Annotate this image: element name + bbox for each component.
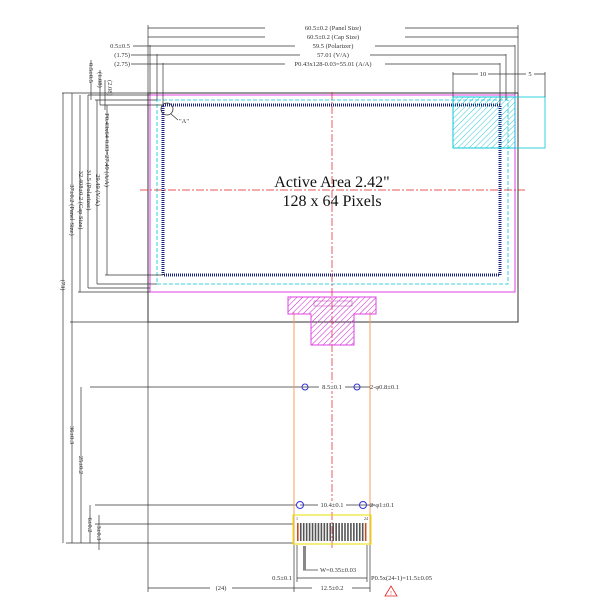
connector-area bbox=[292, 514, 372, 545]
contact-pin bbox=[308, 523, 311, 541]
dim-6: 6±0.2 bbox=[86, 518, 93, 533]
warning-icon bbox=[384, 585, 398, 597]
dim-hole1-diameter: 2-φ0.8±0.1 bbox=[370, 384, 399, 391]
dim-aa-width: P0.43x128-0.03=55.01 (A/A) bbox=[295, 61, 372, 68]
pin-24-label: 24 bbox=[364, 516, 368, 521]
contact-pin bbox=[338, 523, 340, 541]
contact-pin bbox=[320, 523, 323, 541]
contact-pin bbox=[353, 523, 355, 541]
dim-panel-width: 60.5±0.2 (Panel Size) bbox=[305, 25, 361, 32]
contact-pin bbox=[341, 523, 343, 541]
contact-pin bbox=[335, 523, 337, 541]
dim-hole1-pitch: 8.5±0.1 bbox=[322, 384, 342, 391]
dim-cap-height: 32.408±0.2 (Cap Size) bbox=[77, 171, 84, 230]
left-dimensions: P0.43x64-0.03=27.49 (A/A) 29.49 (V/A) 31… bbox=[59, 60, 300, 550]
contact-pin bbox=[347, 523, 349, 541]
contact-pin bbox=[326, 523, 329, 541]
dim-3: 3±0.3 bbox=[95, 526, 102, 541]
stiffener bbox=[287, 296, 377, 346]
contact-pin bbox=[302, 523, 305, 541]
contact-pin bbox=[305, 523, 308, 541]
contact-pin bbox=[329, 523, 332, 541]
cap-hatch bbox=[452, 96, 516, 149]
contact-pin bbox=[323, 523, 326, 541]
polarizer-outline bbox=[149, 94, 516, 293]
contact-pin bbox=[361, 523, 364, 541]
contact-pin bbox=[364, 523, 367, 541]
detail-a-marker bbox=[160, 102, 174, 116]
contact-pin bbox=[350, 523, 352, 541]
dim-left-pol-offset: 0.5±0.5 bbox=[87, 63, 94, 83]
pin-1-label: 1 bbox=[296, 516, 298, 521]
fpc-tail: 8.5±0.1 2-φ0.8±0.1 10.4±0.1 2-φ1±0.1 1 2… bbox=[287, 296, 399, 545]
dim-va-width: 57.01 (V/A) bbox=[317, 52, 349, 59]
alignment-hole bbox=[359, 501, 367, 509]
dim-aa-height: P0.43x64-0.03=27.49 (A/A) bbox=[103, 113, 110, 187]
dim-fpc-width: 12.5±0.2 bbox=[320, 585, 343, 592]
contact-pin bbox=[317, 523, 320, 541]
top-dimensions: 60.5±0.2 (Panel Size) 60.5±0.2 (Cap Size… bbox=[105, 24, 546, 105]
dim-polarizer-height: 31.5 (Polarizer) bbox=[85, 170, 92, 211]
dim-pin-edge: 0.5±0.1 bbox=[272, 575, 292, 582]
contact-pin bbox=[297, 523, 299, 541]
dim-cap-width: 60.5±0.2 (Cap Size) bbox=[307, 34, 359, 41]
viewing-area-outline bbox=[156, 99, 509, 285]
pixel-count: 128 x 64 Pixels bbox=[282, 193, 381, 210]
dim-36: 36±0.3 bbox=[68, 426, 75, 444]
contact-pin bbox=[314, 523, 317, 541]
dim-5: 5 bbox=[528, 71, 531, 78]
alignment-hole bbox=[296, 501, 304, 509]
contact-pin bbox=[332, 523, 334, 541]
dim-left-va-offset: (1.08) bbox=[96, 72, 103, 88]
cap-outline bbox=[452, 96, 546, 149]
dim-polarizer-width: 59.5 (Polarizer) bbox=[313, 43, 354, 50]
contact-pins bbox=[297, 523, 367, 541]
dim-aa-offset: (2.75) bbox=[114, 61, 130, 68]
warning-mark: ! bbox=[390, 591, 392, 597]
detail-a-label: "A" bbox=[179, 118, 189, 125]
dim-left-aa-offset: (2.08) bbox=[106, 80, 113, 96]
dim-hole2-diameter: 2-φ1±0.1 bbox=[370, 502, 394, 509]
dim-pin-pitch: P0.5x(24-1)=11.5±0.05 bbox=[371, 575, 432, 582]
alignment-hole bbox=[301, 383, 309, 391]
contact-pin bbox=[344, 523, 346, 541]
contact-pin bbox=[358, 523, 361, 541]
dim-25: 25±0.2 bbox=[77, 456, 84, 474]
dim-hole2-pitch: 10.4±0.1 bbox=[320, 502, 343, 509]
dim-fpc-offset: (24) bbox=[216, 585, 227, 592]
dim-pin-width: W=0.35±0.03 bbox=[320, 567, 356, 574]
contact-pin bbox=[311, 523, 314, 541]
bottom-dimensions: W=0.35±0.03 0.5±0.1 P0.5x(24-1)=11.5±0.0… bbox=[147, 322, 432, 597]
dim-total-height: (73) bbox=[59, 280, 66, 291]
contact-pin bbox=[299, 523, 302, 541]
dim-panel-height: 37±0.2 (Panel Size) bbox=[68, 184, 75, 235]
dim-pol-offset: 0.5±0.5 bbox=[110, 43, 130, 50]
dim-va-offset: (1.75) bbox=[114, 52, 130, 59]
contact-pin bbox=[356, 523, 358, 541]
dim-va-height: 29.49 (V/A) bbox=[94, 174, 101, 206]
dim-10: 10 bbox=[480, 71, 487, 78]
alignment-hole bbox=[353, 383, 361, 391]
active-area-title: Active Area 2.42" bbox=[274, 174, 389, 191]
